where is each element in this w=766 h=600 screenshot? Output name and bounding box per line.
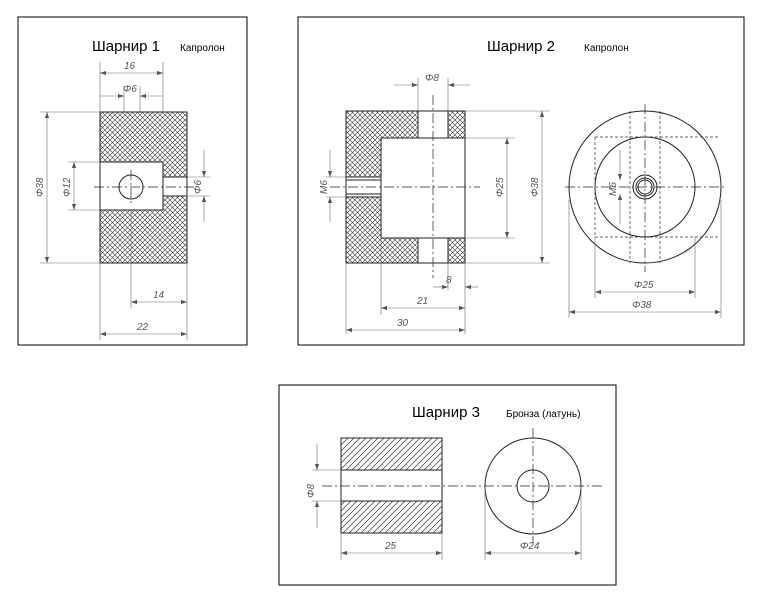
svg-text:Φ8: Φ8 — [425, 73, 439, 84]
dimension-14: 14 — [130, 210, 188, 340]
svg-text:Φ24: Φ24 — [520, 541, 540, 552]
dimension-phi38-end-view: Φ38 — [568, 200, 722, 318]
dimension-25: 25 — [340, 533, 443, 560]
svg-text:25: 25 — [384, 541, 397, 552]
svg-text:Φ25: Φ25 — [634, 280, 654, 291]
panel-hinge-2: Шарнир 2 Капролон Φ8 M6 — [297, 16, 745, 346]
panel-hinge-1: Шарнир 1 Капролон 16 Φ6 — [17, 16, 248, 346]
dimension-phi38: Φ38 — [465, 110, 550, 264]
panel-hinge-3: Шарнир 3 Бронза (латунь) Φ8 25 — [278, 384, 617, 586]
dimension-phi6-side: Φ6 — [187, 150, 210, 222]
svg-text:Φ6: Φ6 — [193, 180, 204, 194]
panel-title: Шарнир 3 — [412, 404, 480, 421]
panel-title: Шарнир 1 — [92, 38, 160, 55]
material-label: Капролон — [584, 43, 629, 54]
dimension-phi24: Φ24 — [484, 486, 582, 560]
svg-text:Φ38: Φ38 — [35, 177, 46, 197]
dimension-16: 16 — [99, 61, 164, 112]
dimension-30: 30 — [345, 263, 465, 334]
dimension-21: 21 — [380, 238, 465, 315]
dimension-8: 8 — [433, 263, 478, 334]
dimension-phi6-top: Φ6 — [100, 84, 163, 112]
dimension-phi25: Φ25 — [465, 137, 515, 239]
part-section-view — [94, 111, 196, 264]
svg-text:21: 21 — [416, 296, 428, 307]
part-section-view — [330, 95, 480, 278]
part-end-view — [565, 104, 726, 272]
panel-title: Шарнир 2 — [487, 38, 555, 55]
dimension-m6-end-view: M6 — [608, 150, 623, 224]
dimension-phi38: Φ38 — [35, 111, 100, 264]
dimension-phi25-end-view: Φ25 — [594, 237, 696, 298]
dimension-m6: M6 — [319, 150, 346, 222]
svg-text:16: 16 — [124, 61, 136, 72]
material-label: Капролон — [180, 43, 225, 54]
svg-text:M6: M6 — [608, 182, 619, 196]
svg-text:14: 14 — [153, 290, 165, 301]
svg-text:Φ6: Φ6 — [123, 84, 137, 95]
dimension-phi8: Φ8 — [306, 444, 341, 528]
svg-text:Φ38: Φ38 — [632, 300, 652, 311]
dimension-phi8-top: Φ8 — [394, 73, 470, 111]
material-label: Бронза (латунь) — [506, 409, 580, 420]
svg-text:22: 22 — [136, 322, 149, 333]
part-section-view — [322, 437, 604, 534]
svg-text:8: 8 — [446, 275, 452, 286]
svg-text:M6: M6 — [319, 180, 330, 194]
dimension-22: 22 — [99, 263, 187, 340]
dimension-phi12: Φ12 — [62, 161, 100, 211]
svg-text:30: 30 — [397, 318, 409, 329]
svg-text:Φ25: Φ25 — [495, 177, 506, 197]
svg-text:Φ12: Φ12 — [62, 177, 73, 197]
svg-text:Φ8: Φ8 — [306, 484, 317, 498]
svg-text:Φ38: Φ38 — [530, 177, 541, 197]
